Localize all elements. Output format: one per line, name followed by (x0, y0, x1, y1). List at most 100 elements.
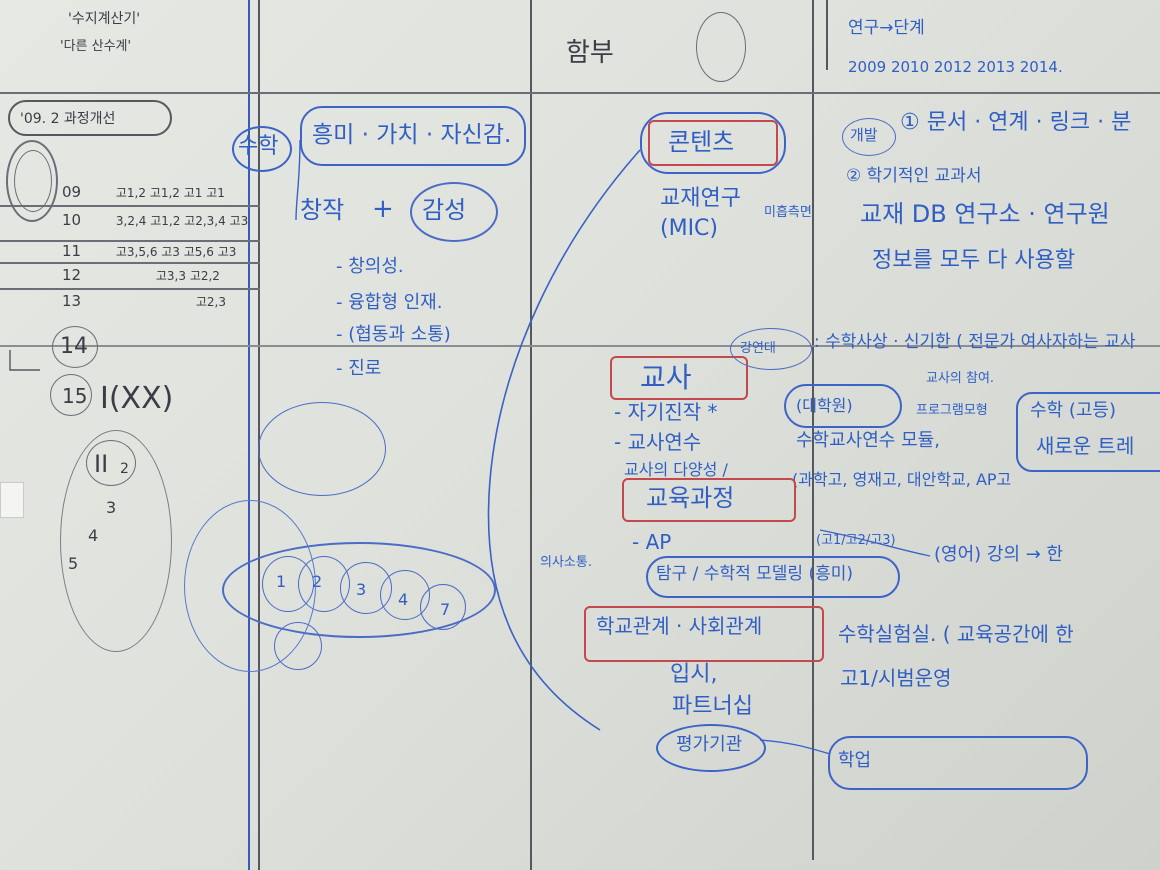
teacher-item: - 자기진작 * (614, 400, 718, 424)
years-row: 2009 2010 2012 2013 2014. (848, 58, 1063, 76)
label-top: 함부 (566, 38, 614, 68)
left-date-box (8, 100, 172, 136)
values-text: 흥미 · 가치 · 자신감. (312, 122, 512, 148)
material-dev: 교재연구 (660, 186, 741, 211)
top-circle (696, 12, 746, 82)
teacher-item: - 교사연수 (614, 430, 702, 454)
guide-line-5 (0, 288, 260, 290)
year-notes: 고3,3 고2,2 (155, 269, 220, 283)
teacher-label: 교사 (640, 361, 692, 394)
guide-line-2 (0, 205, 260, 207)
subject-label: 수학 (238, 134, 279, 159)
contents-oval (640, 112, 786, 174)
dev-text: ① 문서 · 연계 · 링크 · 분 (900, 110, 1132, 135)
bullet-item: - 융합형 인재. (336, 292, 443, 313)
teacher-note: 수학교사연수 모듈, (796, 430, 940, 451)
divider-2 (258, 0, 260, 870)
teacher-item: 교사의 다양성 / (624, 460, 728, 479)
guide-line-6 (0, 345, 1160, 347)
large-circle (258, 402, 386, 496)
eval-label: 평가기관 (676, 734, 743, 755)
stage-title: 연구→단계 (848, 18, 925, 38)
year-number: 10 (62, 211, 82, 229)
year-notes: 3,2,4 고1,2 고2,3,4 고3 (115, 214, 249, 228)
magnet (0, 482, 24, 518)
bullet-item: - 진로 (336, 358, 382, 379)
scribble-circle (6, 140, 58, 222)
teacher-box (610, 356, 748, 400)
left-header-2: '다른 산수계' (60, 39, 132, 54)
year-notes: 고2,3 (195, 295, 226, 309)
year-number: 09 (62, 183, 82, 201)
item-2: ② 학기적인 교과서 (846, 166, 982, 186)
year-row: 13 고2,3 (62, 294, 226, 309)
field-label-circle (730, 328, 812, 370)
comm-label: 의사소통. (540, 555, 592, 570)
bullet-item: - (협동과 소통) (336, 324, 451, 345)
year-notes: 고1,2 고1,2 고1 고1 (115, 186, 225, 200)
formula-left: 창작 (300, 196, 345, 224)
teacher-note: (대학원) (796, 396, 853, 415)
divider-1 (248, 0, 250, 870)
roman-outline: I(XX) (100, 381, 174, 416)
curriculum-item: 탐구 / 수학적 모델링 (흥미) (656, 564, 854, 584)
db-text: 교재 DB 연구소 · 연구원 (860, 200, 1110, 228)
chain-label: 2 (312, 572, 323, 591)
school-box (584, 606, 824, 662)
math-high: 수학 (고등) (1030, 400, 1117, 421)
school-label: 학교관계 · 사회관계 (596, 614, 763, 638)
dev-label: 개발 (850, 126, 878, 144)
formula-right: 감성 (422, 196, 467, 224)
practice-text: 수학실험실. ( 교육공간에 한 (838, 622, 1074, 646)
year-row: 10 3,2,4 고1,2 고2,3,4 고3 (62, 213, 248, 228)
circle-14 (52, 326, 98, 368)
bullet-item: - 창의성. (336, 256, 404, 277)
divider-3 (530, 0, 532, 870)
circle-15 (50, 374, 92, 416)
curriculum-item-oval (646, 556, 900, 598)
material-code: (MIC) (660, 216, 718, 241)
contents-label: 콘텐츠 (668, 128, 735, 156)
scribble-circle (14, 150, 52, 212)
new-text: 새로운 트레 (1036, 434, 1135, 458)
guide-line-3 (0, 240, 260, 242)
year-number: 11 (62, 242, 82, 260)
left-date-line: '09. 2 과정개선 (20, 111, 116, 127)
curriculum-item: - AP (632, 530, 672, 554)
large-oval (184, 500, 316, 672)
year-row: 12 고3,3 고2,2 (62, 268, 220, 283)
formula-plus: + (372, 194, 394, 224)
school-item: 입시, (670, 662, 718, 687)
eval-oval (656, 724, 766, 772)
curriculum-note: (영어) 강의 → 한 (934, 544, 1064, 565)
practice-text-2: 고1/시범운영 (840, 666, 952, 690)
year-row: 11 고3,5,6 고3 고5,6 고3 (62, 244, 236, 259)
curriculum-note: (고1/고2/고3) (816, 533, 896, 548)
exam-oval (828, 736, 1088, 790)
chain-label: 4 (398, 590, 409, 609)
sum-text: 정보를 모두 다 사용할 (872, 248, 1076, 273)
values-box (300, 106, 526, 166)
year-number: 13 (62, 292, 82, 310)
school-item: 파트너십 (672, 694, 753, 719)
left-header-1: '수지계산기' (68, 11, 141, 27)
teacher-participation: 교사의 참여. (926, 371, 995, 386)
chain-label: 7 (440, 600, 451, 619)
curriculum-label: 교육과정 (646, 484, 735, 512)
side-note: 미흡측면 (764, 205, 812, 220)
chain-label: 3 (356, 580, 367, 599)
teacher-note: (과학고, 영재고, 대안학교, AP고 (792, 470, 1012, 489)
guide-line-4 (0, 262, 260, 264)
contents-box (648, 120, 778, 166)
exam-label: 학업 (838, 750, 872, 771)
program-note: 프로그램모형 (916, 403, 988, 418)
year-number: 12 (62, 266, 82, 284)
year-notes: 고3,5,6 고3 고5,6 고3 (115, 245, 237, 259)
field-text: : 수학사상 · 신기한 ( 전문가 여사자하는 교사 (814, 332, 1136, 352)
year-row: 09 고1,2 고1,2 고1 고1 (62, 185, 225, 200)
dev-label-circle (842, 118, 896, 156)
guide-line-1 (0, 92, 1160, 94)
scribble-oval (60, 430, 172, 652)
